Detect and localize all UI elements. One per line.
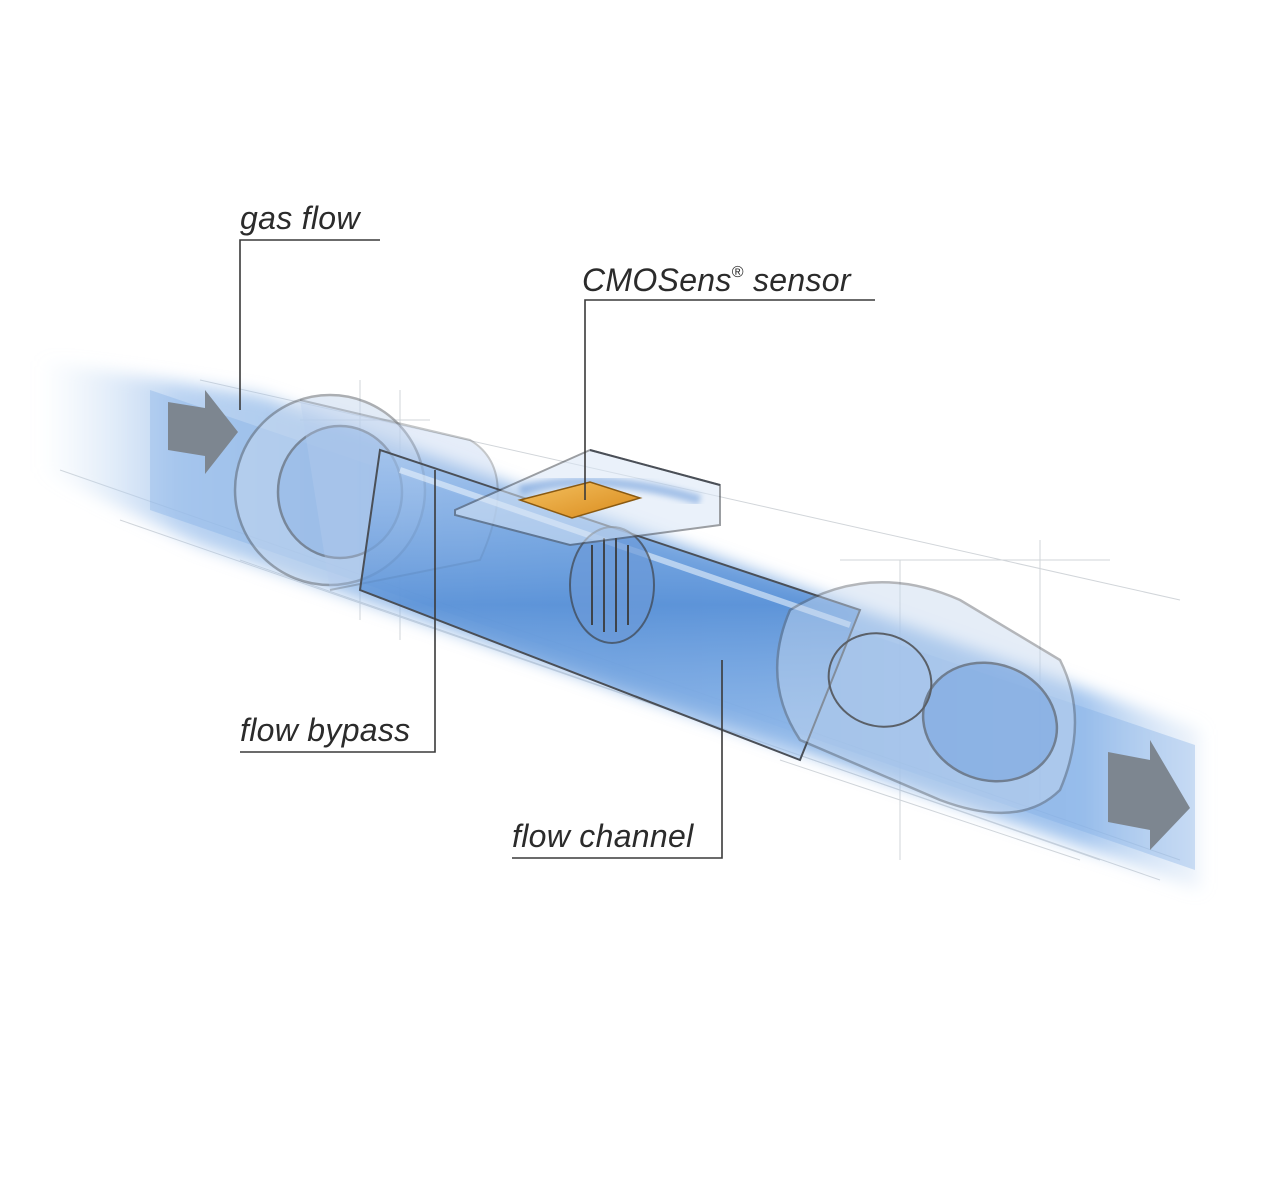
- label-sensor-name: CMOSens: [582, 262, 732, 298]
- outlet-housing: [775, 580, 1077, 815]
- bypass-grille: [569, 526, 655, 644]
- label-sensor-suffix: sensor: [743, 262, 851, 298]
- label-flow-bypass: flow bypass: [240, 712, 411, 748]
- label-sensor-registered-mark: ®: [731, 264, 744, 281]
- label-sensor: CMOSens® sensor: [582, 262, 851, 299]
- leader-lines: [239, 239, 875, 859]
- arrow-right-icon: [1108, 740, 1190, 850]
- label-gas-flow: gas flow: [240, 200, 360, 236]
- sensor-chip: [517, 481, 643, 519]
- arrow-right-icon: [168, 390, 238, 474]
- label-flow-channel: flow channel: [512, 818, 694, 854]
